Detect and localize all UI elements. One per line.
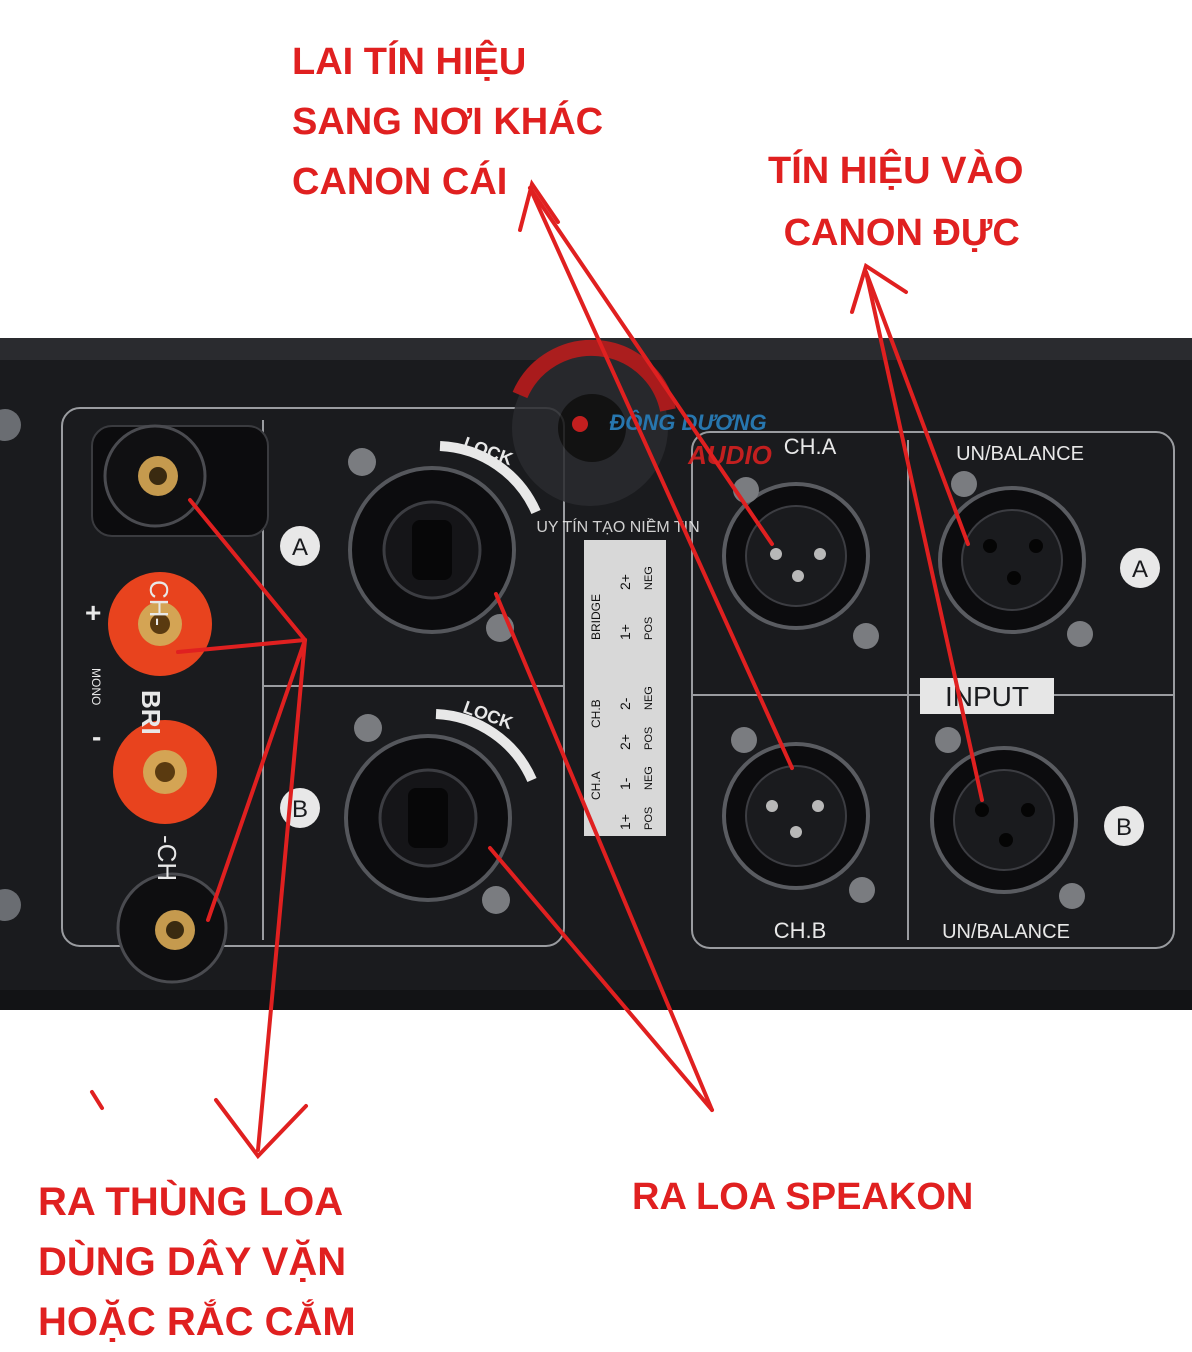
svg-text:A: A xyxy=(292,534,308,561)
binding-post-red-bottom xyxy=(113,720,217,824)
bridge-side-label: BRI xyxy=(136,690,166,735)
unbalance-label-bottom: UN/BALANCE xyxy=(942,921,1070,943)
binding-post-black-bottom xyxy=(116,872,228,984)
svg-text:NEG: NEG xyxy=(643,566,655,590)
svg-text:CH.A: CH.A xyxy=(589,771,603,800)
xlr-ch-a-label: CH.A xyxy=(784,434,837,459)
channel-a-badge: A xyxy=(280,526,320,566)
plus-label: + xyxy=(85,597,101,628)
mono-label: MONO xyxy=(89,668,103,705)
input-b-badge: B xyxy=(1116,814,1132,841)
svg-text:POS: POS xyxy=(643,727,655,750)
xlr-link-ch-b: CH.B xyxy=(722,727,875,943)
input-panel-outline xyxy=(691,431,1175,949)
chassis-screw-icon xyxy=(0,409,21,921)
speakon-connector-top: LOCK xyxy=(348,433,541,642)
svg-text:B: B xyxy=(292,796,308,823)
channel-b-badge: B xyxy=(280,788,320,828)
annotation-arrows xyxy=(90,179,984,1160)
svg-text:1+: 1+ xyxy=(617,624,633,640)
input-a-badge: A xyxy=(1132,556,1148,583)
input-label: INPUT xyxy=(920,678,1054,714)
svg-text:2+: 2+ xyxy=(617,734,633,750)
unbalance-label-top: UN/BALANCE xyxy=(956,443,1084,465)
ch-a-label: CH- xyxy=(144,580,174,626)
svg-text:NEG: NEG xyxy=(643,686,655,710)
svg-text:POS: POS xyxy=(643,617,655,640)
xlr-input-b: UN/BALANCE B xyxy=(930,727,1144,943)
binding-post-black-top xyxy=(91,424,269,537)
ch-b-label: -CH xyxy=(152,835,182,881)
svg-text:2-: 2- xyxy=(617,697,633,710)
caption-link-output: LAI TÍN HIỆU SANG NƠI KHÁC CANON CÁI xyxy=(292,41,604,203)
svg-text:CH.B: CH.B xyxy=(589,699,603,728)
logo-sub: AUDIO xyxy=(687,440,772,470)
svg-text:BRIDGE: BRIDGE xyxy=(589,594,603,640)
output-panel-outline xyxy=(61,407,565,947)
svg-text:POS: POS xyxy=(643,807,655,830)
xlr-ch-b-label: CH.B xyxy=(774,918,827,943)
caption-signal-input: TÍN HIỆU VÀO CANON ĐỰC xyxy=(768,150,1024,254)
svg-text:NEG: NEG xyxy=(643,766,655,790)
speakon-connector-bottom: LOCK xyxy=(344,697,537,914)
svg-text:1+: 1+ xyxy=(617,814,633,830)
caption-speakon-output: RA LOA SPEAKON xyxy=(632,1176,974,1218)
svg-text:2+: 2+ xyxy=(617,574,633,590)
wiring-chart: CH.A CH.B BRIDGE 1+ 1- 2+ 2- 1+ 2+ POS N… xyxy=(584,540,666,836)
xlr-input-a: UN/BALANCE A xyxy=(938,443,1160,647)
svg-text:1-: 1- xyxy=(617,777,633,790)
minus-label: - xyxy=(92,721,101,752)
logo-slogan: UY TÍN TẠO NIỀM TIN xyxy=(536,517,699,536)
caption-binding-post-output: RA THÙNG LOA DÙNG DÂY VẶN HOẶC RẮC CẮM xyxy=(38,1180,356,1344)
